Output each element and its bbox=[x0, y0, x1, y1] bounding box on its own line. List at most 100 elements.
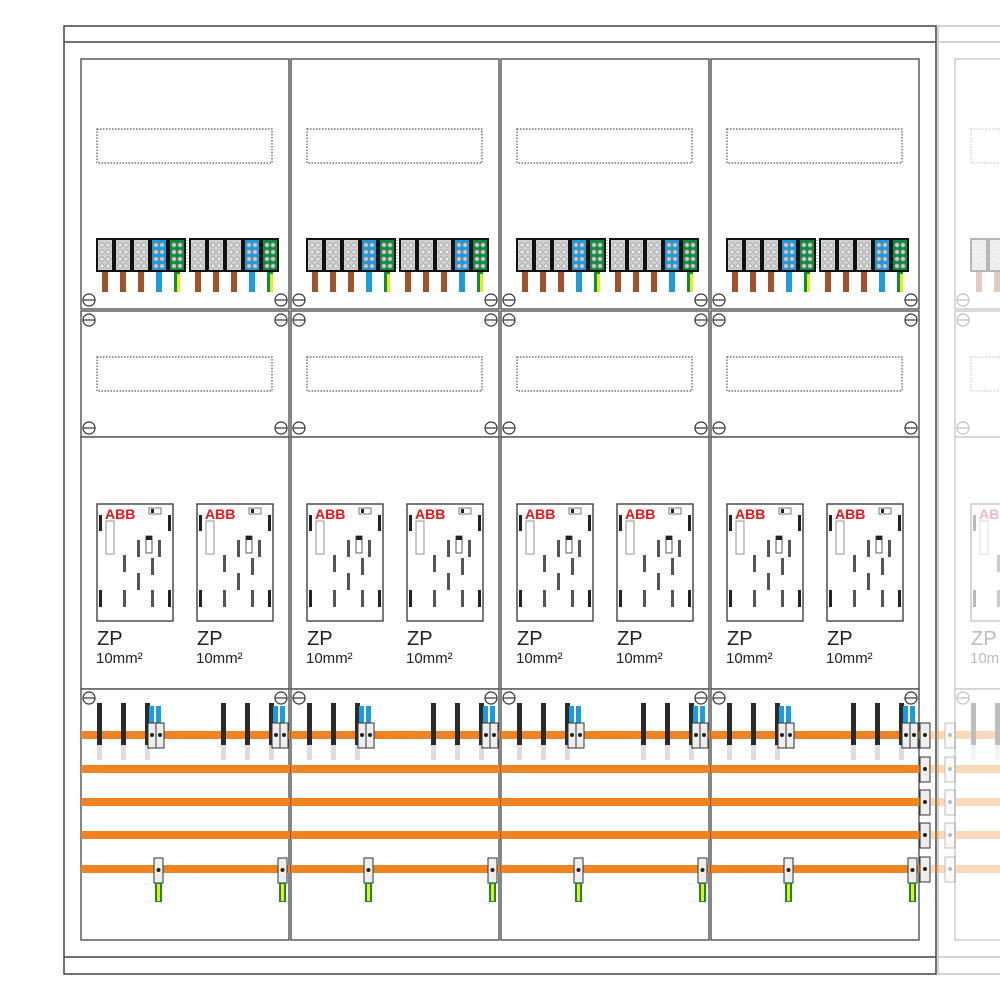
terminal-screw bbox=[198, 242, 204, 248]
phase-wire bbox=[102, 272, 108, 292]
neutral-conductor bbox=[779, 706, 784, 723]
terminal-block bbox=[839, 240, 853, 270]
terminal-screw bbox=[159, 249, 165, 255]
earth-wire-stripe bbox=[157, 884, 160, 901]
meter-terminal bbox=[753, 555, 756, 572]
meter-display-window bbox=[415, 520, 425, 555]
meter-cross-section-label: 10mm² bbox=[196, 650, 243, 667]
terminal-block bbox=[611, 240, 625, 270]
meter-brand-logo: ABB bbox=[415, 506, 445, 522]
terminal-screw bbox=[474, 249, 480, 255]
terminal-screw bbox=[822, 249, 828, 255]
terminal-screw bbox=[153, 249, 159, 255]
terminal-screw bbox=[192, 249, 198, 255]
meter-indicator-mark bbox=[881, 509, 884, 513]
terminal-screw bbox=[618, 249, 624, 255]
screw-icon bbox=[82, 691, 96, 705]
meter-terminal bbox=[158, 540, 161, 557]
meter-terminal bbox=[678, 540, 681, 557]
terminal-screw bbox=[807, 256, 813, 262]
meter-terminal bbox=[333, 555, 336, 572]
phase-conductor bbox=[727, 703, 732, 745]
screw-icon bbox=[694, 421, 708, 435]
earth-wire-stripe bbox=[597, 274, 600, 292]
phase-conductor bbox=[875, 703, 880, 745]
terminal-screw bbox=[234, 256, 240, 262]
busbar bbox=[955, 798, 1000, 806]
terminal-screw bbox=[99, 242, 105, 248]
terminal-screw bbox=[402, 242, 408, 248]
terminal-screw bbox=[519, 242, 525, 248]
screw-icon bbox=[502, 293, 516, 307]
terminal-screw bbox=[555, 249, 561, 255]
meter-brand-logo: ABB bbox=[525, 506, 555, 522]
meter-terminal bbox=[881, 558, 884, 575]
busbar-link bbox=[930, 865, 955, 873]
terminal-screw bbox=[789, 242, 795, 248]
earth-wire-stripe bbox=[807, 274, 810, 292]
busbar bbox=[291, 865, 501, 873]
terminal-screw bbox=[973, 263, 979, 269]
meter-terminal bbox=[781, 590, 784, 607]
terminal-screw bbox=[543, 263, 549, 269]
meter-brand-logo: ABB bbox=[205, 506, 235, 522]
terminal-screw bbox=[828, 242, 834, 248]
meter-test-button-top bbox=[776, 536, 782, 540]
neutral-wire bbox=[669, 272, 675, 292]
terminal-screw bbox=[387, 263, 393, 269]
terminal-screw bbox=[315, 263, 321, 269]
end-terminal bbox=[944, 722, 956, 749]
ghost-end-terminal bbox=[930, 722, 956, 749]
meter-terminal bbox=[123, 590, 126, 607]
meter-indicator-mark bbox=[571, 509, 574, 513]
phase-wire bbox=[976, 272, 982, 292]
terminal-screw bbox=[822, 263, 828, 269]
terminal-screw bbox=[420, 263, 426, 269]
terminal-screw bbox=[252, 263, 258, 269]
clamp-screw bbox=[700, 868, 705, 872]
phase-wire bbox=[750, 272, 756, 292]
terminal-block bbox=[683, 240, 697, 270]
terminal-screw bbox=[991, 263, 997, 269]
terminal-screw bbox=[420, 256, 426, 262]
clamp-screw bbox=[694, 733, 698, 737]
terminal-screw bbox=[612, 256, 618, 262]
terminal-screw bbox=[753, 263, 759, 269]
end-terminal-screw bbox=[948, 767, 952, 771]
terminal-screw bbox=[309, 263, 315, 269]
meter-test-button-top bbox=[456, 536, 462, 540]
earth-wire-stripe bbox=[281, 884, 284, 901]
terminal-screw bbox=[864, 242, 870, 248]
terminal-screw bbox=[630, 256, 636, 262]
terminal-screw bbox=[246, 249, 252, 255]
terminal-screw bbox=[123, 256, 129, 262]
phase-wire bbox=[405, 272, 411, 292]
meter-cross-section-label: 10mm² bbox=[96, 650, 143, 667]
ghost-end-terminal bbox=[930, 856, 956, 883]
terminal-screw bbox=[444, 242, 450, 248]
terminal-screw bbox=[636, 256, 642, 262]
terminal-screw bbox=[327, 256, 333, 262]
terminal-screw bbox=[666, 249, 672, 255]
meter-indicator-mark bbox=[781, 509, 784, 513]
terminal-screw bbox=[666, 263, 672, 269]
terminal-screw bbox=[462, 256, 468, 262]
terminal-screw bbox=[654, 242, 660, 248]
terminal-screw bbox=[123, 249, 129, 255]
terminal-screw bbox=[801, 249, 807, 255]
meter-cross-section-label: 10mm² bbox=[616, 650, 663, 667]
meter-cross-section-label: 10mm² bbox=[726, 650, 773, 667]
meter-terminal bbox=[333, 590, 336, 607]
terminal-block bbox=[764, 240, 778, 270]
terminal-screw bbox=[858, 242, 864, 248]
terminal-screw bbox=[117, 242, 123, 248]
phase-conductor bbox=[431, 703, 436, 745]
busbar bbox=[955, 865, 1000, 873]
neutral-wire bbox=[459, 272, 465, 292]
phase-wire bbox=[522, 272, 528, 292]
ghost-frame bbox=[937, 25, 1000, 975]
